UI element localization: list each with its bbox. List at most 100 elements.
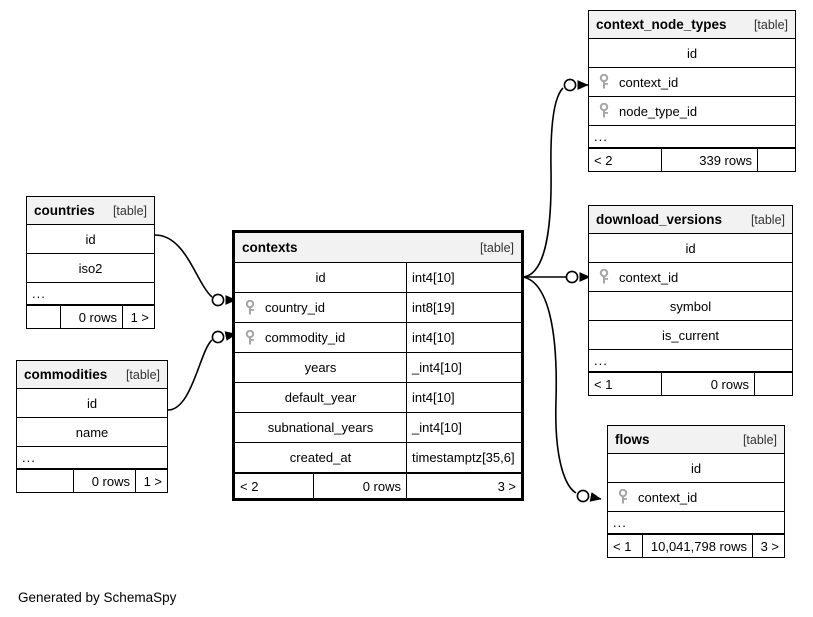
footer-children-count[interactable]: 1 > — [122, 306, 154, 328]
column-cell: is_current — [589, 328, 792, 343]
table-context-node-types[interactable]: context_node_types [table] id context_id… — [588, 10, 796, 172]
table-type-tag: [table] — [479, 240, 514, 255]
column-cell: subnational_years — [235, 420, 406, 435]
table-footer: < 1 10,041,798 rows 3 > — [608, 534, 784, 557]
table-title: download_versions — [596, 212, 723, 227]
table-row[interactable]: name — [17, 418, 167, 447]
footer-parents-count[interactable]: < 1 — [594, 376, 613, 392]
column-cell: context_id — [589, 74, 795, 90]
column-cell: id — [608, 461, 784, 476]
column-cell: commodity_id — [235, 329, 406, 346]
column-name: default_year — [284, 390, 357, 405]
table-type-tag: [table] — [742, 432, 777, 447]
column-name: id — [85, 231, 96, 247]
footer-children-count[interactable] — [754, 373, 792, 395]
table-countries[interactable]: countries [table] id iso2 ... 0 rows 1 > — [26, 196, 155, 329]
column-cell: ... — [589, 353, 792, 368]
table-header: countries [table] — [27, 197, 154, 225]
table-row[interactable]: context_id — [608, 483, 784, 512]
table-header: download_versions [table] — [589, 206, 792, 234]
column-cell: id — [17, 396, 167, 411]
column-cell: ... — [589, 129, 795, 144]
column-name: id — [86, 395, 98, 411]
column-name: symbol — [669, 298, 712, 314]
column-name: node_type_id — [619, 103, 698, 119]
footer-children-count[interactable] — [757, 149, 795, 171]
column-type: int4[10] — [406, 383, 521, 412]
table-row[interactable]: subnational_years _int4[10] — [235, 413, 521, 443]
column-cell: node_type_id — [589, 103, 795, 119]
footer-children-count[interactable]: 1 > — [135, 470, 167, 492]
table-row[interactable]: commodity_id int4[10] — [235, 323, 521, 353]
key-icon — [243, 299, 257, 316]
table-header: context_node_types [table] — [589, 11, 795, 39]
table-more-row: ... — [608, 512, 784, 534]
more-columns-indicator: ... — [594, 129, 608, 144]
table-row[interactable]: context_id — [589, 263, 792, 292]
column-name: commodity_id — [265, 330, 346, 345]
table-more-row: ... — [589, 126, 795, 148]
key-icon — [243, 329, 257, 346]
table-row[interactable]: id — [27, 225, 154, 254]
table-type-tag: [table] — [125, 367, 160, 382]
footer-parents-count[interactable]: < 1 — [613, 538, 632, 554]
footer-children-count[interactable]: 3 > — [752, 535, 784, 557]
table-footer: < 2 339 rows — [589, 148, 795, 171]
table-more-row: ... — [27, 283, 154, 305]
table-row[interactable]: default_year int4[10] — [235, 383, 521, 413]
column-name: iso2 — [78, 260, 103, 276]
table-row[interactable]: node_type_id — [589, 97, 795, 126]
footer-row-count: 0 rows — [313, 474, 406, 498]
key-icon — [597, 74, 611, 90]
table-row[interactable]: id — [589, 39, 795, 68]
table-title: flows — [615, 432, 650, 447]
column-cell: created_at — [235, 450, 406, 465]
column-name: is_current — [661, 327, 720, 343]
column-cell: ... — [608, 515, 784, 530]
table-contexts[interactable]: contexts [table] id int4[10] country_id … — [232, 230, 524, 501]
table-row[interactable]: years _int4[10] — [235, 353, 521, 383]
footer-parents-count[interactable] — [17, 470, 73, 492]
column-cell: ... — [17, 450, 167, 465]
table-title: context_node_types — [596, 17, 727, 32]
column-name: context_id — [619, 269, 679, 285]
table-row[interactable]: id — [589, 234, 792, 263]
table-flows[interactable]: flows [table] id context_id ... < 1 10,0… — [607, 425, 785, 558]
column-cell: default_year — [235, 390, 406, 405]
footer-parents-count[interactable] — [27, 306, 60, 328]
column-cell: id — [235, 270, 406, 285]
table-footer: < 2 0 rows 3 > — [235, 473, 521, 498]
table-more-row: ... — [17, 447, 167, 469]
column-cell: symbol — [589, 299, 792, 314]
footer-parents-count[interactable]: < 2 — [240, 478, 259, 494]
table-row[interactable]: is_current — [589, 321, 792, 350]
footer-parents-count[interactable]: < 2 — [594, 152, 613, 168]
table-title: countries — [34, 203, 95, 218]
table-commodities[interactable]: commodities [table] id name ... 0 rows 1… — [16, 360, 168, 493]
column-cell: context_id — [608, 489, 784, 505]
table-row[interactable]: id — [17, 389, 167, 418]
table-footer: 0 rows 1 > — [27, 305, 154, 328]
column-name: id — [685, 240, 696, 256]
more-columns-indicator: ... — [594, 353, 608, 368]
footer-children-count[interactable]: 3 > — [406, 474, 521, 498]
table-header: flows [table] — [608, 426, 784, 454]
edge-contexts-to-context-node-types — [522, 78, 589, 278]
table-row[interactable]: iso2 — [27, 254, 154, 283]
table-row[interactable]: symbol — [589, 292, 792, 321]
column-cell: iso2 — [27, 261, 154, 276]
edge-contexts-to-download-versions — [523, 270, 591, 284]
table-row[interactable]: created_at timestamptz[35,6] — [235, 443, 521, 473]
column-type: int4[10] — [406, 263, 521, 292]
generated-by-caption: Generated by SchemaSpy — [18, 590, 177, 605]
table-download-versions[interactable]: download_versions [table] id context_id … — [588, 205, 793, 396]
table-row[interactable]: id — [608, 454, 784, 483]
column-name: name — [75, 424, 109, 440]
table-row[interactable]: context_id — [589, 68, 795, 97]
table-footer: 0 rows 1 > — [17, 469, 167, 492]
table-row[interactable]: id int4[10] — [235, 263, 521, 293]
table-row[interactable]: country_id int8[19] — [235, 293, 521, 323]
edge-countries-to-contexts — [154, 234, 237, 307]
table-type-tag: [table] — [753, 17, 788, 32]
